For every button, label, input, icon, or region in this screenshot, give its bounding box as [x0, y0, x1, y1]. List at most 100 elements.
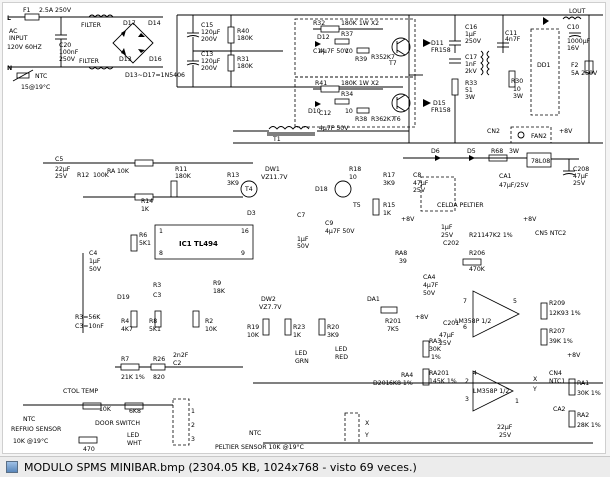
label-ac: AC: [9, 28, 17, 35]
label-r31: R31: [237, 56, 249, 63]
label-ntc-a: NTC: [23, 416, 35, 423]
label-c202-val1: 1µF: [441, 224, 453, 231]
filter-inductor-top: [88, 14, 114, 18]
bridge-rectifier: [112, 22, 154, 64]
label-ra201: RA201: [429, 370, 449, 377]
label-dw1: DW1: [265, 166, 280, 173]
label-r201-val: 7K5: [387, 326, 399, 333]
label-ra8: RA8: [395, 250, 407, 257]
label-d201: D201: [373, 380, 390, 387]
label-c20-val2: 250V: [59, 56, 76, 63]
label-ntc-input: NTC: [35, 73, 47, 80]
label-r36-val: 2K7: [383, 116, 395, 123]
opamp-temperature-section: +8V RA8 39 1µF 25V C202 R211 47K2 1% +8V…: [263, 216, 603, 444]
label-d5: D5: [467, 148, 476, 155]
label-r19: R19: [247, 324, 259, 331]
label-lm358-lower: LM358P 1/2: [473, 388, 509, 395]
label-d6: D6: [431, 148, 440, 155]
label-r206-val: 470K: [469, 266, 486, 273]
label-d12: D12: [317, 34, 330, 41]
label-r15-val: 1K: [383, 210, 392, 217]
transformer-t1: T1: [233, 126, 603, 144]
label-r211-val: 47K2 1%: [485, 232, 513, 239]
half-bridge-section: R32 180K 1W X2 R37 D12 C14 4µ7F 50V 10 R…: [294, 15, 490, 143]
label-470: 470: [83, 446, 95, 453]
label-input-voltage: 120V 60HZ: [7, 44, 42, 51]
label-ic1: IC1 TL494: [179, 240, 218, 248]
label-c13-val1: 120µF: [201, 58, 221, 65]
label-r9: R9: [213, 280, 221, 287]
label-r15: R15: [383, 202, 395, 209]
label-f1-val: 2.5A 250V: [39, 7, 72, 14]
label-r32: R32: [313, 20, 325, 27]
label-y1: Y: [532, 386, 537, 393]
label-ra4-val: 6K8 1%: [389, 380, 413, 387]
label-r4-val: 4K7: [121, 326, 133, 333]
label-ra1-val: 30K 1%: [577, 390, 601, 397]
label-c16-val1: 1µF: [465, 31, 477, 38]
label-led-red2: RED: [335, 354, 348, 361]
label-d16: D16: [149, 56, 162, 63]
label-c17-val1: 1nF: [465, 61, 477, 68]
label-r12: R12: [77, 172, 89, 179]
label-c3: C3: [153, 292, 161, 299]
label-r40-val: 180K: [237, 35, 254, 42]
label-ra3: RA3: [429, 338, 441, 345]
label-pin4: 4: [473, 370, 477, 377]
label-d19: D19: [117, 294, 130, 301]
label-rt-note2: C3=10nF: [75, 323, 104, 330]
label-pin3: 3: [465, 396, 469, 403]
label-c10-val1: 1000µF: [567, 38, 591, 45]
label-c20-val1: 100nF: [59, 49, 79, 56]
label-pin1: 1: [159, 228, 163, 235]
label-r38: R38: [355, 116, 367, 123]
label-filter-bottom: FILTER: [79, 58, 100, 65]
label-pin2: 2: [465, 378, 469, 385]
label-c12: C12: [319, 110, 331, 117]
label-r30-val1: 10: [513, 86, 521, 93]
label-c202-val2: 25V: [441, 232, 454, 239]
label-r9-val: 18K: [213, 288, 226, 295]
sensor-connector-section: CTOL TEMP 10K 6K8 NTC REFRIO SENSOR 10K …: [11, 388, 370, 453]
label-plus8v-b: +8V: [523, 216, 537, 223]
label-led-wht2: WHT: [127, 440, 142, 447]
label-lout: LOUT: [569, 8, 586, 15]
label-r11-val: 180K: [175, 173, 192, 180]
label-ctol-val: 10K: [99, 406, 112, 413]
label-r41-val: 180K 1W X2: [341, 80, 379, 87]
label-c2: C2: [173, 360, 181, 367]
circuit-schematic: F1 2.5A 250V FILTER FILTER AC INPUT 120V…: [7, 7, 603, 453]
label-c8-val2: 25V: [413, 187, 426, 194]
label-r30: R30: [511, 78, 523, 85]
label-r13-val: 3K9: [227, 180, 239, 187]
label-c2-val: 2n2F: [173, 352, 189, 359]
label-t6: T6: [392, 116, 401, 123]
label-ra2-val: 28K 1%: [577, 422, 601, 429]
output-section: C11 4n7F R30 10 3W DD1 LOUT C10 1000µF 1…: [403, 8, 603, 212]
label-r19-val: 10K: [247, 332, 260, 339]
label-r18-val: 10: [349, 174, 357, 181]
label-r6: R6: [139, 232, 147, 239]
label-r36: R36: [371, 116, 383, 123]
image-canvas[interactable]: F1 2.5A 250V FILTER FILTER AC INPUT 120V…: [2, 2, 606, 454]
label-val10a: 10: [345, 48, 353, 55]
label-r17: R17: [383, 172, 395, 179]
label-ca4-val2: 50V: [423, 290, 436, 297]
label-led-wht1: LED: [127, 432, 139, 439]
label-lm358-upper: LM358P 1/2: [455, 318, 491, 325]
label-n2: 2: [191, 422, 195, 429]
label-r7-val: 21K 1%: [121, 374, 145, 381]
label-d11-val: FR158: [431, 47, 451, 54]
label-ra201-val: 145K 1%: [429, 378, 457, 385]
svg-text:L: L: [7, 15, 11, 22]
label-ca1-val: 47µF/25V: [499, 182, 529, 189]
label-r206: R206: [469, 250, 485, 257]
label-c208: C208: [573, 166, 589, 173]
label-r17-val: 3K9: [383, 180, 395, 187]
label-c8: C8: [413, 172, 421, 179]
label-d15-val: FR158: [431, 107, 451, 114]
label-c201-val2: 25V: [439, 340, 452, 347]
label-r2: R2: [205, 318, 213, 325]
label-led-grn2: GRN: [295, 358, 309, 365]
label-r14-val: 1K: [141, 206, 150, 213]
